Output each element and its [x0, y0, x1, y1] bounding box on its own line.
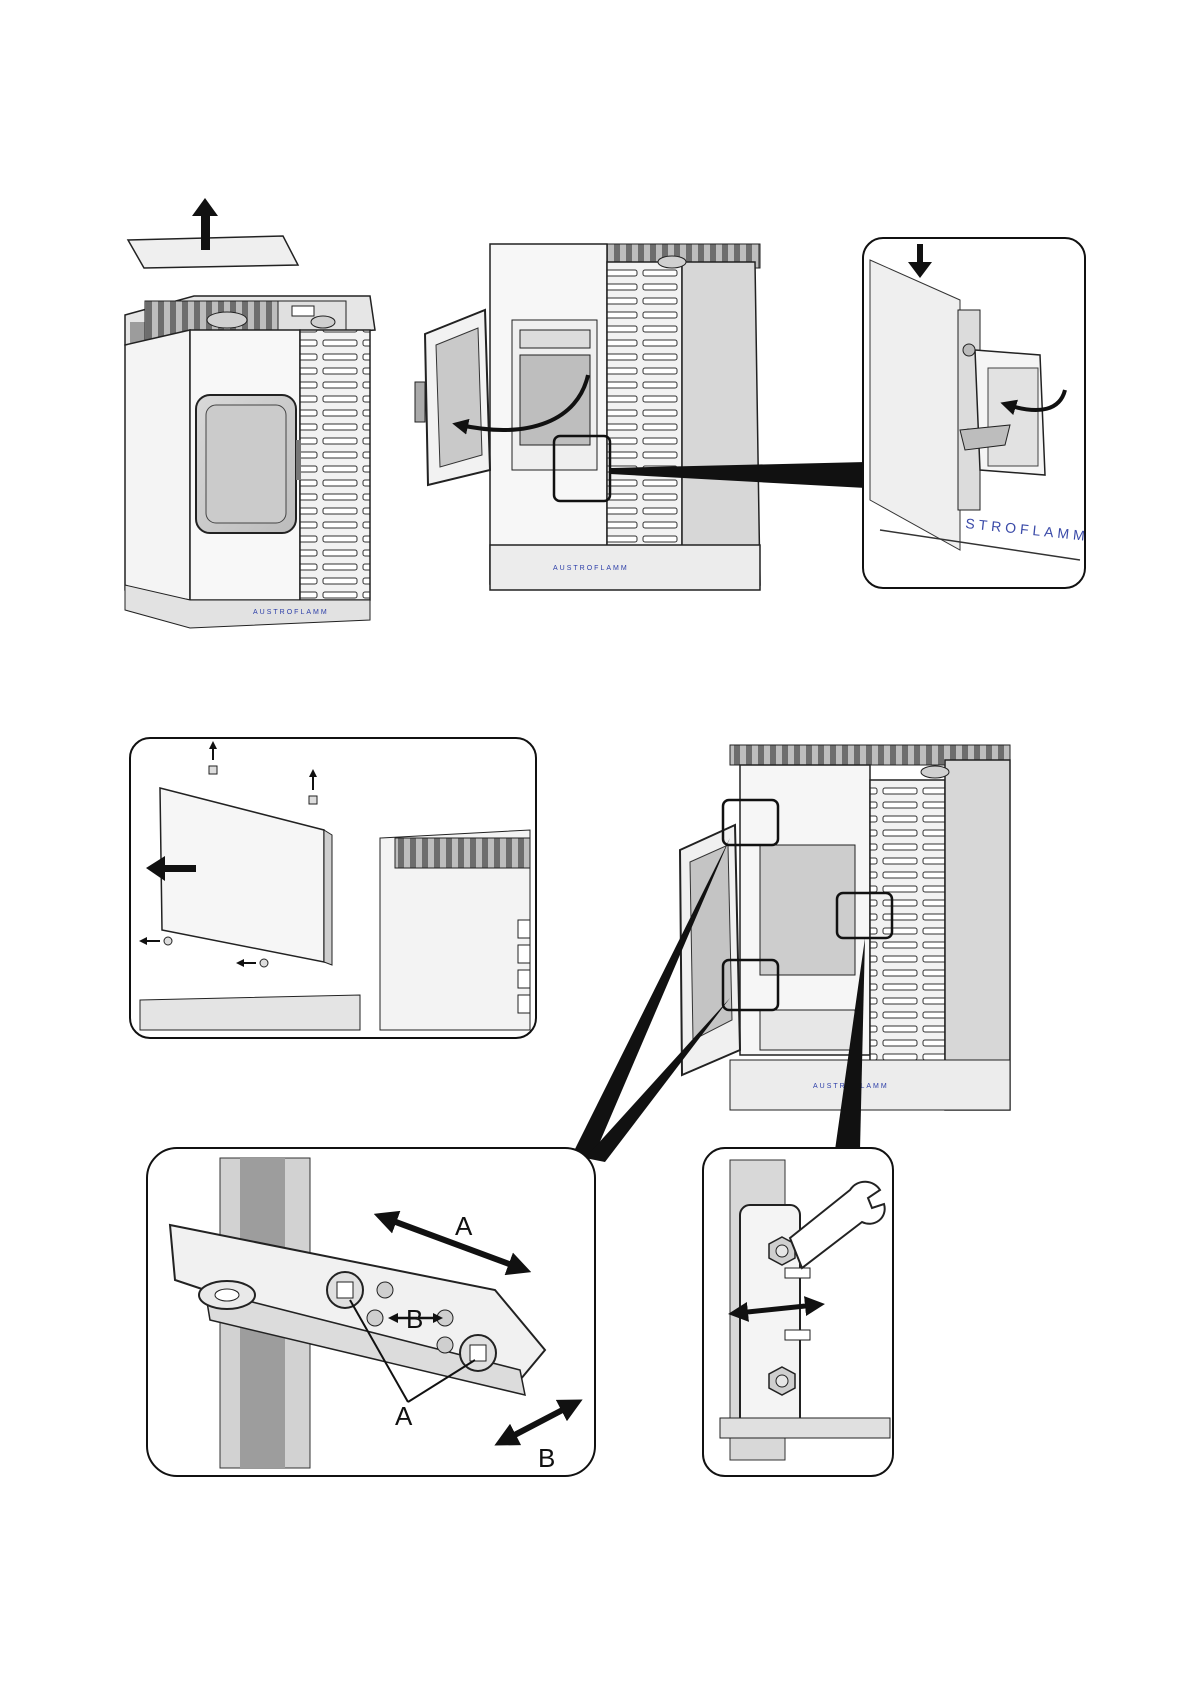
zoom-inset-latch: STROFLAMM	[863, 238, 1090, 588]
zoom-inset-side-bolt	[703, 1148, 893, 1476]
brand-label-step2: AUSTROFLAMM	[553, 565, 629, 572]
brand-label-step1: AUSTROFLAMM	[253, 609, 329, 616]
zoom-inset-hinge-detail: A B A B	[147, 1148, 595, 1476]
callout-a-top: A	[455, 1211, 473, 1241]
zoom-inset-panel-removal	[130, 738, 536, 1038]
top-cover-plate	[128, 236, 298, 268]
stove-closed: AUSTROFLAMM	[125, 296, 375, 628]
step1-group: AUSTROFLAMM	[125, 198, 375, 628]
step2-group: AUSTROFLAMM	[415, 244, 866, 590]
callout-b-mid: B	[406, 1304, 423, 1334]
callout-b-corner: B	[538, 1443, 555, 1473]
stove-hinge-overview: AUSTROFLAMM	[572, 745, 1010, 1162]
callout-a-bottom: A	[395, 1401, 413, 1431]
